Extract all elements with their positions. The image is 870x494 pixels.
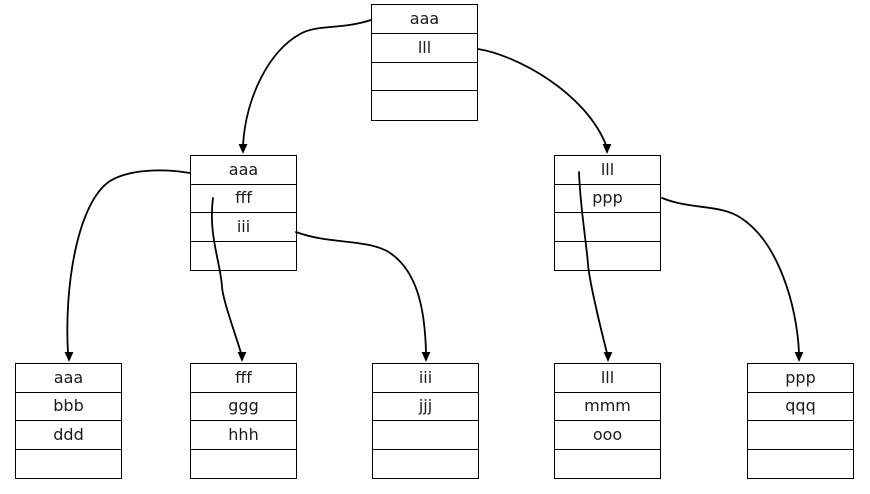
arrowhead-internal-left <box>238 144 248 154</box>
node-leaf-ppp-cell-3 <box>748 450 853 479</box>
node-leaf-fff-cell-1: ggg <box>191 393 296 421</box>
node-leaf-ppp-cell-2 <box>748 421 853 450</box>
arrowhead-leaf-fff <box>237 352 247 362</box>
node-leaf-aaa-cell-3 <box>16 450 121 479</box>
arrowhead-leaf-lll <box>603 352 613 362</box>
node-root-cell-2 <box>372 63 477 92</box>
node-leaf-lll-cell-1: mmm <box>555 393 660 421</box>
edge-root-aaa-to-internal-left <box>242 19 372 146</box>
node-leaf-ppp-cell-1: qqq <box>748 393 853 421</box>
node-internal-right-cell-0: lll <box>555 156 660 185</box>
node-leaf-fff-cell-2: hhh <box>191 421 296 450</box>
node-internal-right-cell-1: ppp <box>555 185 660 213</box>
node-leaf-aaa-cell-0: aaa <box>16 364 121 393</box>
node-internal-left: aaa fff iii <box>190 155 297 271</box>
node-leaf-fff: fff ggg hhh <box>190 363 297 479</box>
edge-internal-left-iii-to-leaf-iii <box>295 231 427 354</box>
node-root-cell-1: lll <box>372 34 477 63</box>
arrowhead-leaf-iii <box>421 352 431 362</box>
node-leaf-iii-cell-3 <box>373 450 478 479</box>
node-leaf-lll-cell-0: lll <box>555 364 660 393</box>
node-leaf-iii-cell-2 <box>373 421 478 450</box>
node-leaf-lll-cell-2: ooo <box>555 421 660 450</box>
node-internal-right-cell-2 <box>555 213 660 242</box>
node-leaf-fff-cell-3 <box>191 450 296 479</box>
node-leaf-ppp-cell-0: ppp <box>748 364 853 393</box>
node-internal-right-cell-3 <box>555 242 660 271</box>
node-leaf-lll: lll mmm ooo <box>554 363 661 479</box>
arrowhead-leaf-aaa <box>64 352 74 362</box>
node-internal-right: lll ppp <box>554 155 661 271</box>
edge-internal-left-aaa-to-leaf-aaa <box>66 169 191 354</box>
node-leaf-fff-cell-0: fff <box>191 364 296 393</box>
node-root-cell-0: aaa <box>372 5 477 34</box>
node-leaf-iii-cell-1: jjj <box>373 393 478 421</box>
edge-internal-right-ppp-to-leaf-ppp <box>661 197 800 354</box>
node-internal-left-cell-1: fff <box>191 185 296 213</box>
node-leaf-iii-cell-0: iii <box>373 364 478 393</box>
node-leaf-aaa-cell-2: ddd <box>16 421 121 450</box>
node-internal-left-cell-3 <box>191 242 296 271</box>
node-leaf-iii: iii jjj <box>372 363 479 479</box>
edge-root-lll-to-internal-right <box>477 48 607 146</box>
node-leaf-aaa-cell-1: bbb <box>16 393 121 421</box>
arrowhead-leaf-ppp <box>794 352 804 362</box>
node-root-cell-3 <box>372 91 477 120</box>
node-internal-left-cell-0: aaa <box>191 156 296 185</box>
node-leaf-aaa: aaa bbb ddd <box>15 363 122 479</box>
node-leaf-ppp: ppp qqq <box>747 363 854 479</box>
arrowhead-internal-right <box>602 144 612 154</box>
node-root: aaa lll <box>371 4 478 121</box>
node-leaf-lll-cell-3 <box>555 450 660 479</box>
node-internal-left-cell-2: iii <box>191 213 296 242</box>
